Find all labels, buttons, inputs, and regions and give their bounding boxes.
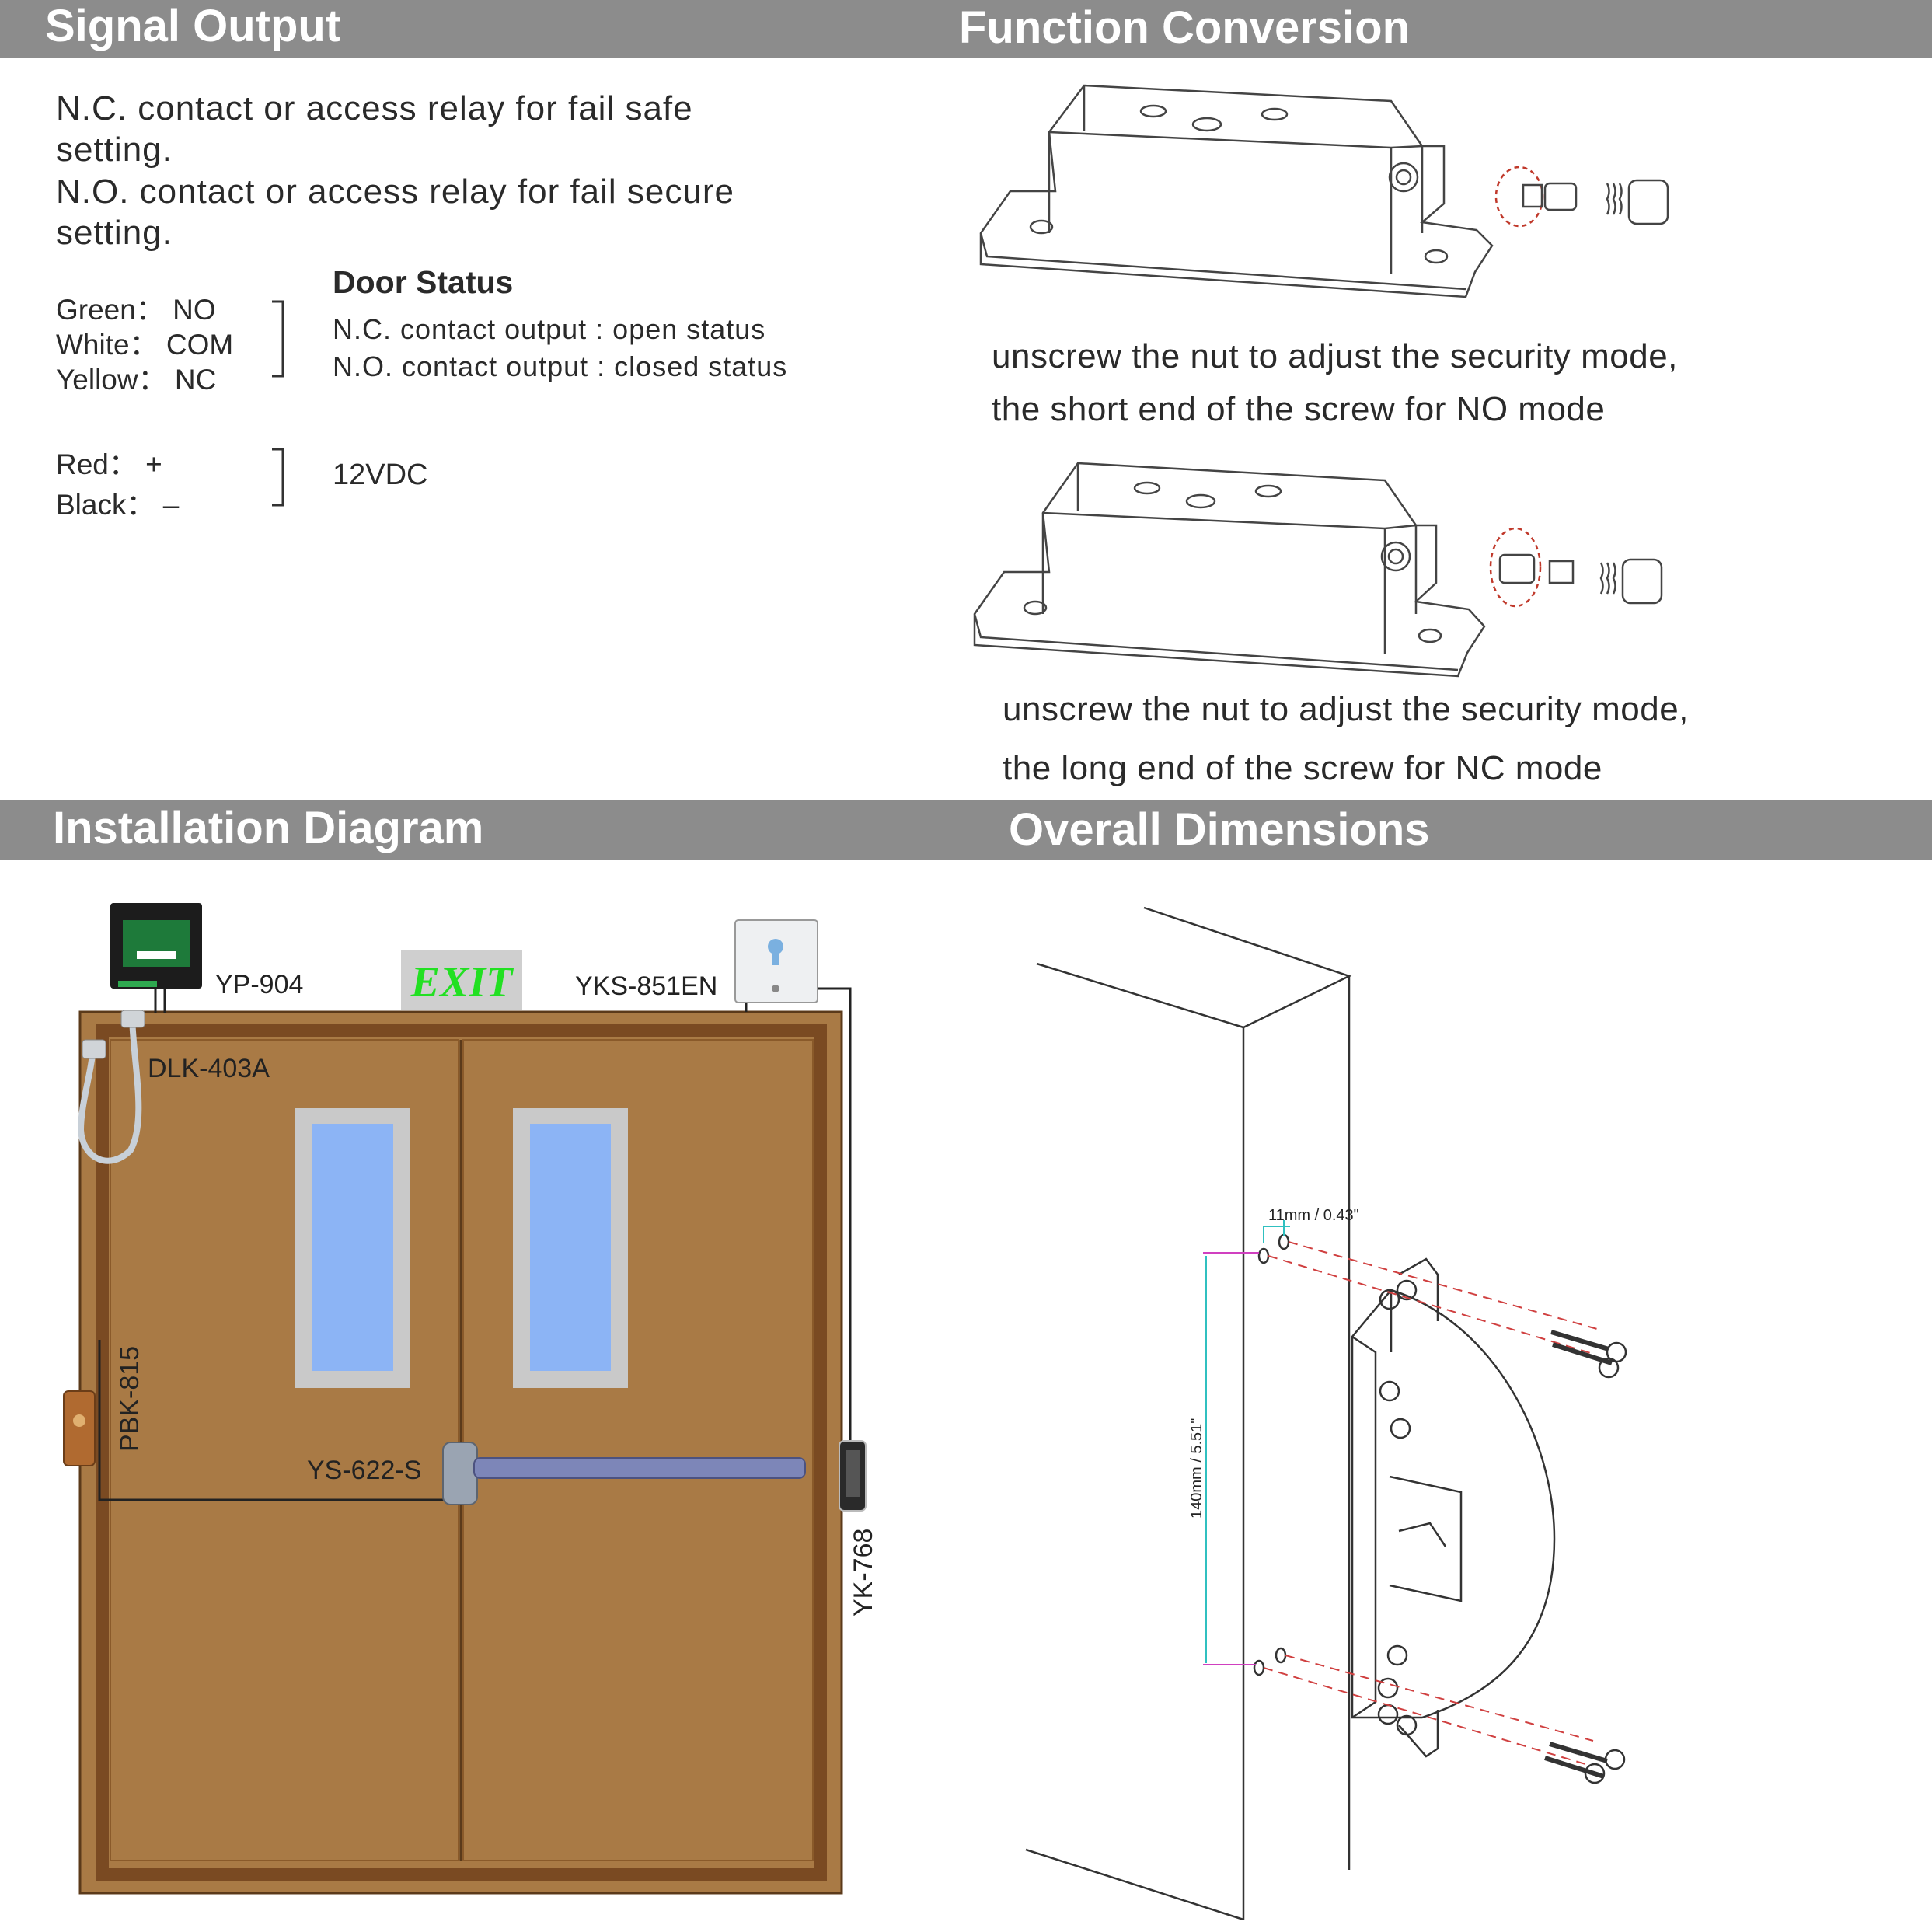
- door-status-title: Door Status: [333, 264, 514, 300]
- lock-drawing-no-mode: [979, 84, 1669, 298]
- installation-diagram-header-bar: [0, 800, 956, 860]
- exit-button-wire: [98, 1340, 445, 1501]
- wire-bracket-power: [272, 448, 284, 507]
- overall-dimensions-title: Overall Dimensions: [1009, 804, 1430, 855]
- lock-drawing-nc-mode: [973, 462, 1663, 678]
- wire-red: Red： +: [56, 448, 162, 480]
- door-loop: [77, 1013, 142, 1164]
- signal-output-header-bar: [0, 0, 956, 58]
- no-mode-line-1: unscrew the nut to adjust the security m…: [992, 337, 1678, 375]
- label-yp-904: YP-904: [215, 970, 303, 999]
- left-window-glass: [312, 1124, 393, 1371]
- voltage-label: 12VDC: [333, 459, 428, 491]
- wire-yellow: Yellow： NC: [56, 364, 217, 396]
- panic-bar: [473, 1457, 806, 1479]
- panic-bar-housing: [442, 1442, 478, 1505]
- right-window-glass: [530, 1124, 611, 1371]
- door-inner-frame: [96, 1024, 827, 1881]
- door-status-nc: N.C. contact output : open status: [333, 313, 766, 345]
- label-dlk-403a: DLK-403A: [148, 1054, 270, 1083]
- label-yk-768: YK-768: [849, 1529, 878, 1616]
- wire-bracket-signal: [272, 300, 284, 378]
- dimension-width-label: 11mm / 0.43": [1268, 1207, 1359, 1224]
- keypad-wire: [818, 987, 852, 1446]
- function-conversion-title: Function Conversion: [959, 2, 1410, 53]
- dimensions-drawing: [1025, 906, 1627, 1921]
- signal-line-2: setting.: [56, 131, 173, 169]
- signal-output-title: Signal Output: [45, 1, 341, 51]
- nc-mode-line-2: the long end of the screw for NC mode: [1003, 749, 1602, 787]
- function-conversion-header-bar: [956, 0, 1932, 58]
- installation-diagram-title: Installation Diagram: [53, 803, 484, 853]
- dimension-height-label: 140mm / 5.51": [1188, 1418, 1205, 1519]
- label-yks-851en: YKS-851EN: [575, 971, 717, 1001]
- signal-line-4: setting.: [56, 214, 173, 252]
- exit-button: [63, 1390, 96, 1466]
- exit-sign-text: EXIT: [410, 958, 514, 1006]
- signal-line-1: N.C. contact or access relay for fail sa…: [56, 89, 693, 127]
- overall-dimensions-header-bar: [956, 800, 1932, 860]
- no-mode-line-2: the short end of the screw for NO mode: [992, 390, 1606, 428]
- signal-line-3: N.O. contact or access relay for fail se…: [56, 173, 734, 211]
- dimension-lines: [1203, 1220, 1290, 1665]
- wire-black: Black： –: [56, 489, 180, 521]
- label-pbk-815: PBK-815: [115, 1346, 145, 1452]
- installation-diagram: EXIT: [63, 903, 867, 1895]
- label-ys-622-s: YS-622-S: [307, 1456, 421, 1485]
- exit-sign: [401, 950, 522, 1010]
- wire-white: White： COM: [56, 329, 234, 361]
- door-status-no: N.O. contact output : closed status: [333, 350, 788, 382]
- nc-mode-line-1: unscrew the nut to adjust the security m…: [1003, 690, 1689, 728]
- wire-green: Green： NO: [56, 294, 216, 326]
